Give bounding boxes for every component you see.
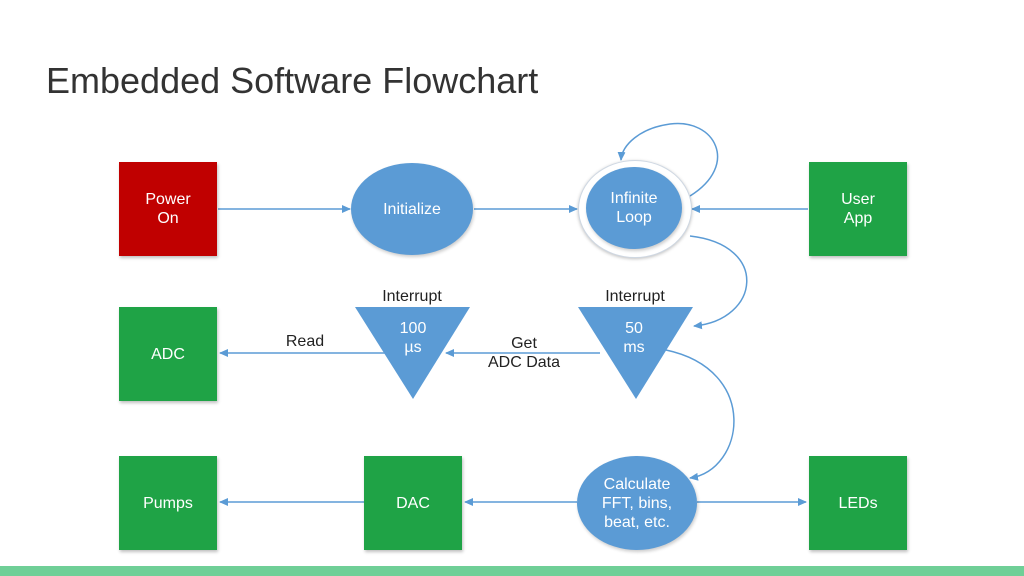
interrupt-100-triangle — [355, 307, 470, 399]
interrupt-label-left: Interrupt — [382, 288, 442, 305]
interrupt-label-right: Interrupt — [605, 288, 665, 305]
user-app-node: User App — [809, 162, 907, 256]
adc-node: ADC — [119, 307, 217, 401]
interrupt-50-text: 50 ms — [623, 320, 645, 356]
footer-accent-bar — [0, 566, 1024, 576]
initialize-node: Initialize — [351, 163, 473, 255]
get-adc-data-label: Get ADC Data — [487, 335, 561, 371]
dac-node: DAC — [364, 456, 462, 550]
read-label: Read — [285, 333, 325, 350]
arrow-interrupt50-to-calculate — [665, 349, 735, 481]
calculate-node: Calculate FFT, bins, beat, etc. — [577, 456, 697, 550]
interrupt-100-text: 100 µs — [399, 320, 427, 356]
arrow-loop-self — [617, 122, 719, 197]
pumps-node: Pumps — [119, 456, 217, 550]
power-on-node: Power On — [119, 162, 217, 256]
arrow-loop-to-interrupt50 — [689, 235, 748, 330]
slide-title: Embedded Software Flowchart — [46, 60, 539, 101]
infinite-loop-node: Infinite Loop — [586, 167, 682, 249]
leds-node: LEDs — [809, 456, 907, 550]
interrupt-50-triangle — [578, 307, 693, 399]
